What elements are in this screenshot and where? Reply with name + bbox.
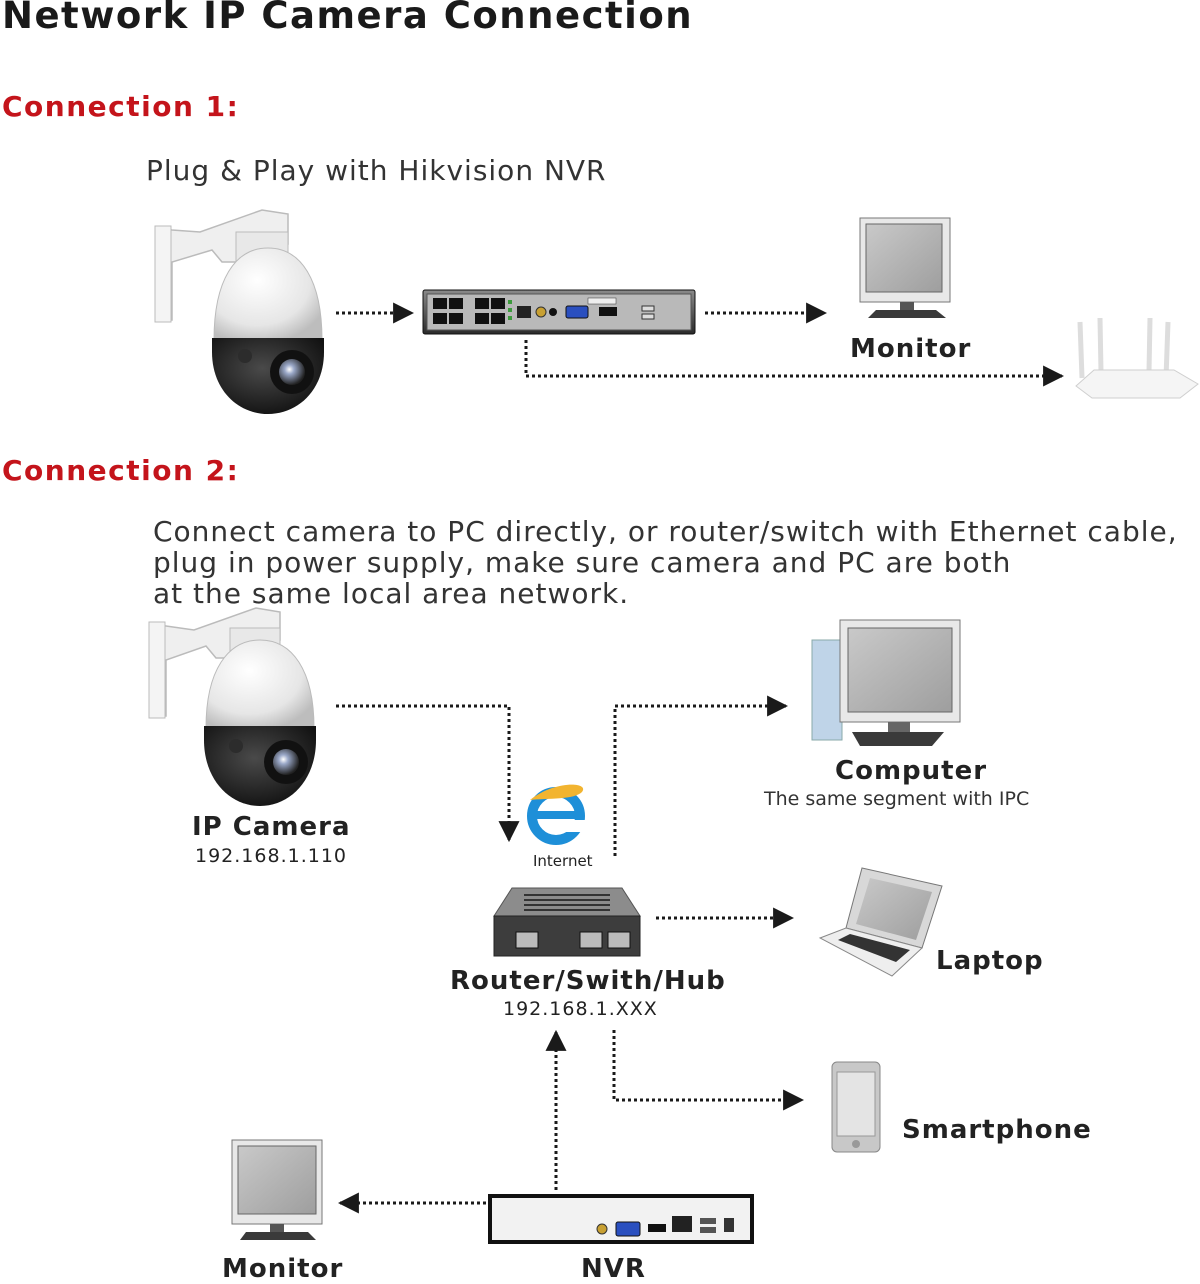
computer-note: The same segment with IPC: [764, 788, 1030, 810]
internet-label: Internet: [533, 852, 593, 870]
connection-1-heading: Connection 1:: [2, 90, 240, 123]
laptop-label: Laptop: [936, 946, 1044, 976]
page-title: Network IP Camera Connection: [2, 0, 694, 37]
wifi-router-icon: [1075, 317, 1199, 399]
connection-1-arrows: [336, 302, 1065, 387]
connection-2-line-3: at the same local area network.: [153, 577, 630, 610]
ptz-camera-icon: [154, 209, 324, 414]
ip-camera-label: IP Camera: [192, 812, 351, 842]
monitor-icon: [231, 1139, 323, 1240]
monitor-icon: [859, 217, 951, 318]
connection-2-heading: Connection 2:: [2, 454, 240, 487]
computer-label: Computer: [835, 756, 988, 786]
connection-1-monitor-label: Monitor: [850, 334, 972, 364]
smartphone-icon: [831, 1061, 881, 1153]
internet-explorer-icon: [527, 784, 586, 845]
connection-2-arrows: [336, 695, 805, 1214]
connection-2-line-1: Connect camera to PC directly, or router…: [153, 515, 1178, 548]
ip-camera-icon: [148, 607, 316, 806]
connection-1-subtitle: Plug & Play with Hikvision NVR: [146, 154, 607, 187]
ip-camera-ip: 192.168.1.110: [195, 845, 348, 867]
laptop-icon: [818, 867, 943, 977]
nvr-icon: [488, 1194, 754, 1244]
nvr-label: NVR: [581, 1254, 646, 1284]
connection-2-line-2: plug in power supply, make sure camera a…: [153, 546, 1012, 579]
nvr-icon: [422, 289, 696, 335]
smartphone-label: Smartphone: [902, 1115, 1092, 1145]
desktop-computer-icon: [811, 619, 961, 746]
network-switch-icon: [493, 887, 641, 957]
router-label: Router/Swith/Hub: [450, 966, 726, 996]
router-ip: 192.168.1.XXX: [503, 998, 658, 1020]
connection-2-monitor-label: Monitor: [222, 1254, 344, 1284]
